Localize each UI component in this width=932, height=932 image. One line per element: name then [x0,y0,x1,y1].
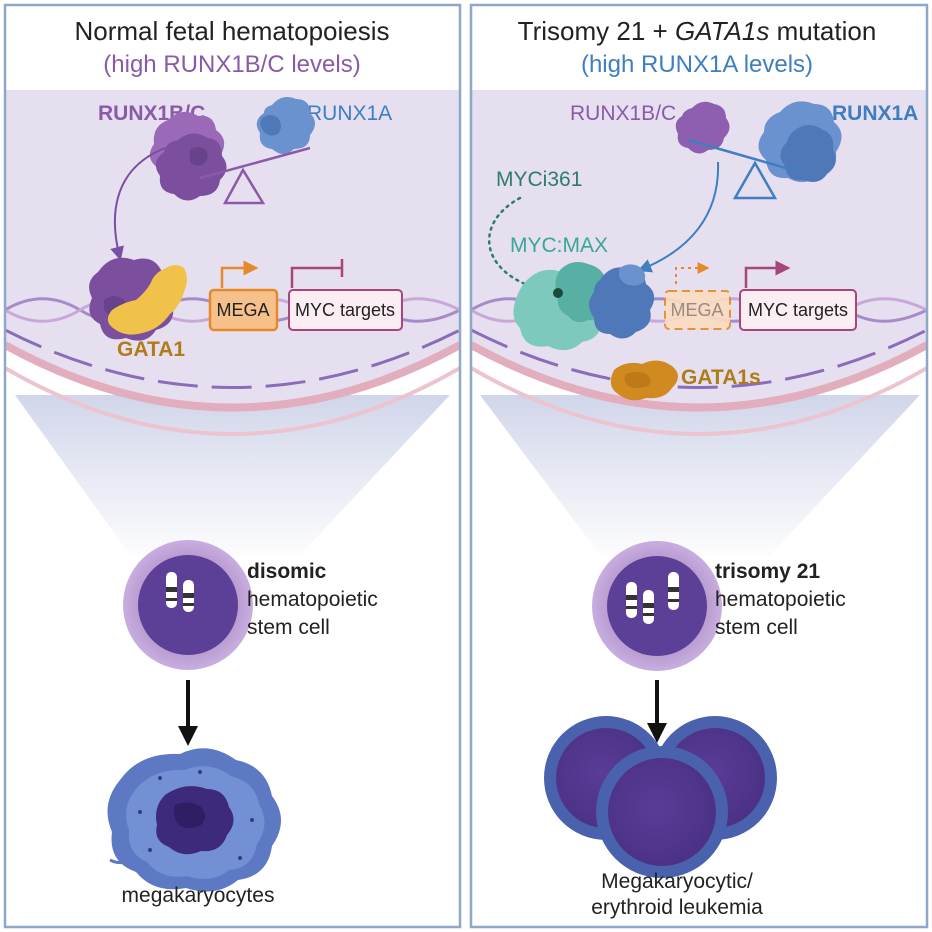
disomic-label: disomic [247,560,327,583]
right-runx1bc-label: RUNX1B/C [570,102,676,125]
chromosome-pair-icon [166,572,194,612]
runx1bc-protein-icon [149,111,227,201]
trisomy-label: trisomy 21 [715,560,820,583]
right-cell-line2: hematopoietic [715,588,846,611]
left-panel: Normal fetal hematopoiesis (high RUNX1B/… [3,3,462,929]
gata1-label: GATA1 [117,338,185,361]
leukemia-label-line1: Megakaryocytic/ [601,870,753,893]
nuclear-envelope [5,328,460,389]
right-panel: Trisomy 21 + GATA1s mutation (high RUNX1… [469,3,929,929]
leukemia-cells-icon [544,716,777,878]
myc-repression-line [290,266,342,288]
disomic-stem-cell [123,540,253,670]
right-binding-arrow [637,161,720,273]
left-title: Normal fetal hematopoiesis [74,16,389,46]
mega-gene-label: MEGA [216,300,269,320]
right-title-plus: + [653,16,668,46]
gata1s-label: GATA1s [681,366,761,389]
chromosome-triplet-icon [626,572,679,624]
zoom-beam [15,395,450,555]
right-title-gene: GATA1s [675,16,769,46]
myc-max-label: MYC:MAX [510,234,608,257]
trisomy-stem-cell [592,541,722,671]
myc-targets-box [288,289,403,331]
left-subtitle: (high RUNX1B/C levels) [103,51,360,78]
right-nuclear-envelope [471,328,927,389]
right-balance-seesaw-icon [687,138,801,200]
right-title-part1: Trisomy 21 [518,16,646,46]
gata1s-protein-icon [610,360,678,401]
right-mega-dotted-arrow [675,262,710,284]
right-mega-gene-label: MEGA [670,300,723,320]
mega-activation-arrow [220,260,259,288]
runx1bc-gata1-complex-icon [89,257,187,341]
leukemia-label-line2: erythroid leukemia [591,896,763,919]
right-title-part3: mutation [777,16,877,46]
right-cell-membrane-outer [471,366,927,436]
right-runx1a-label: RUNX1A [832,102,918,125]
left-runx1a-label: RUNX1A [307,102,392,125]
cell-membrane [5,341,460,412]
right-runx1a-protein-icon [758,101,842,183]
right-cell-membrane [471,341,927,412]
right-cell-line3: stem cell [715,616,798,639]
right-myc-targets-box [739,289,857,331]
cell-membrane-outer [5,366,460,436]
megakaryocyte-icon [107,748,281,892]
myc-targets-label: MYC targets [295,300,395,320]
left-cell-line2: hematopoietic [247,588,378,611]
right-subtitle: (high RUNX1A levels) [581,51,813,78]
megakaryocytes-label: megakaryocytes [122,884,275,907]
right-title: Trisomy 21 + GATA1s mutation [518,16,877,46]
mega-gene-box [208,288,279,332]
runx1a-protein-icon [256,97,315,154]
left-cell-line3: stem cell [247,616,330,639]
right-panel-border [469,3,929,929]
right-myc-targets-label: MYC targets [748,300,848,320]
right-zoom-beam [480,395,920,555]
right-myc-activation-arrow [744,260,791,288]
left-panel-border [3,3,462,929]
inhibitor-label: MYCi361 [496,168,582,191]
binding-arrow [110,147,166,261]
right-mega-gene-box [664,290,731,330]
right-runx1a-bound-icon [589,264,655,339]
balance-seesaw-icon [199,146,311,205]
